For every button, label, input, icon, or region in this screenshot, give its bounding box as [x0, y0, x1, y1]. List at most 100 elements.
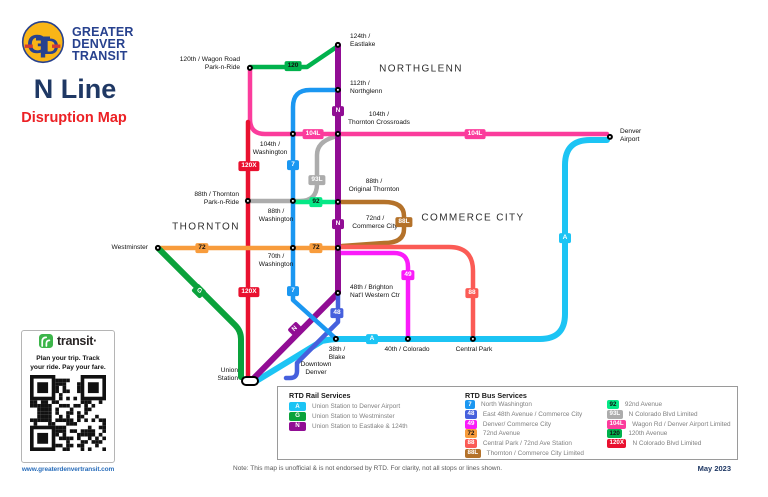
station-label: 112th /Northglenn [350, 80, 382, 96]
station-label: 124th /Eastlake [350, 33, 375, 49]
legend-item: 120 120th Avenue [607, 429, 731, 439]
station-label-line: Denver [620, 128, 642, 135]
station-label-line: 70th / [267, 253, 285, 260]
station-label-line: Eastlake [350, 40, 376, 48]
station-label-line: 104th / [368, 111, 390, 118]
station-label-line: Commerce City [352, 222, 398, 230]
legend-badge: 7 [465, 400, 475, 410]
legend-badge: 88 [465, 439, 477, 449]
legend-label: East 48th Avenue / Commerce City [482, 411, 583, 419]
route-badge: 120X [238, 161, 260, 171]
station-label-line: Blake [328, 353, 346, 361]
legend-item: 88 Central Park / 72nd Ave Station [465, 439, 584, 449]
qr-code [30, 375, 106, 451]
legend-label: Union Station to Denver Airport [312, 403, 401, 411]
area-label: COMMERCE CITY [421, 212, 525, 224]
legend-badge: 93L [607, 410, 623, 420]
route-badge: N [332, 219, 344, 229]
station-marker [244, 197, 252, 205]
station-label-line: 120th / Wagon Road [179, 56, 240, 63]
route-badge: 7 [287, 286, 299, 296]
route-badge: 88 [465, 288, 479, 298]
legend-badge: 48 [465, 410, 477, 420]
footer-note: Note: This map is unofficial & is not en… [233, 465, 503, 472]
logo-word-3: TRANSIT [72, 49, 128, 63]
legend-label: Wagon Rd / Denver Airport Limited [632, 420, 731, 428]
legend-badge: 49 [465, 419, 477, 429]
station-marker [289, 130, 297, 138]
route-7 [290, 87, 341, 340]
legend-badge: 120 [607, 429, 623, 439]
station-label-line: 38th / [328, 346, 346, 353]
legend-label: Union Station to Westminster [312, 413, 395, 421]
legend-badge: 120X [607, 439, 627, 449]
route-badge: 104L [302, 129, 324, 139]
route-badge: 72 [195, 243, 209, 253]
station-label-line: Airport [620, 135, 640, 143]
legend-label: 120th Avenue [628, 430, 668, 438]
station-label-line: Park-n-Ride [204, 63, 240, 71]
route-badge: 48 [330, 308, 344, 318]
legend-bus-header: RTD Bus Services [465, 391, 527, 400]
station-label-line: 48th / Brighton [350, 284, 393, 291]
transit-url: www.greaterdenvertransit.com [21, 466, 115, 473]
legend-badge: A [289, 402, 306, 412]
station-label-line: 112th / [350, 80, 370, 87]
route-badge: 92 [309, 197, 323, 207]
station-label-line: Park-n-Ride [203, 198, 239, 206]
station-label: 104th /Washington [253, 141, 288, 157]
station-label: 88th /Washington [259, 208, 294, 224]
station-label-line: 72nd / [365, 215, 385, 222]
station-marker [289, 197, 297, 205]
station-label-line: 88th / [365, 178, 383, 185]
station-label-line: Washington [252, 148, 288, 156]
route-49 [338, 250, 411, 342]
legend-badge: 72 [465, 429, 477, 439]
station-marker [469, 335, 477, 343]
legend-badge: 104L [607, 419, 627, 429]
station-marker [404, 335, 412, 343]
route-G [155, 245, 244, 380]
gdt-logo-icon: G D [21, 20, 65, 64]
route-badge: 88L [395, 217, 413, 227]
legend-label: North Washington [481, 401, 532, 409]
legend-label: 72nd Avenue [482, 430, 521, 438]
station-label-line: Thornton Crossroads [348, 118, 410, 126]
route-badge: 7 [287, 160, 299, 170]
station-marker [334, 130, 342, 138]
legend-label: Central Park / 72nd Ave Station [482, 440, 572, 448]
station-label-line: Westminster [111, 244, 148, 251]
station-label-line: Nat'l Western Ctr [350, 291, 400, 299]
route-A [250, 137, 610, 386]
station-label-line: 124th / [350, 33, 371, 40]
route-badge: 120 [284, 61, 302, 71]
legend-label: 92nd Avenue [624, 401, 663, 409]
station-marker [241, 376, 259, 386]
footer-date: May 2023 [697, 464, 731, 473]
station-label-line: Denver [305, 368, 327, 376]
station-label-line: 88th / Thornton [194, 191, 239, 198]
legend-item: 7 North Washington [465, 400, 584, 410]
legend-badge: 88L [465, 448, 481, 458]
page-subtitle: Disruption Map [21, 110, 127, 126]
route-badge: 93L [308, 175, 326, 185]
transit-logo-row: transit· [21, 334, 115, 348]
legend-badge: 92 [607, 400, 619, 410]
legend-bus-list-1: 7 North Washington 48 East 48th Avenue / Co… [465, 400, 584, 458]
station-label: 40th / Colorado [384, 346, 429, 354]
route-badge: 120X [238, 287, 260, 297]
transit-app-icon [39, 334, 54, 348]
station-marker [334, 244, 342, 252]
logo-word-2: DENVER [72, 37, 126, 51]
legend-label: Union Station to Eastlake & 124th [312, 422, 408, 430]
station-label-line: 88th / [267, 208, 285, 215]
route-badge: 49 [401, 270, 415, 280]
